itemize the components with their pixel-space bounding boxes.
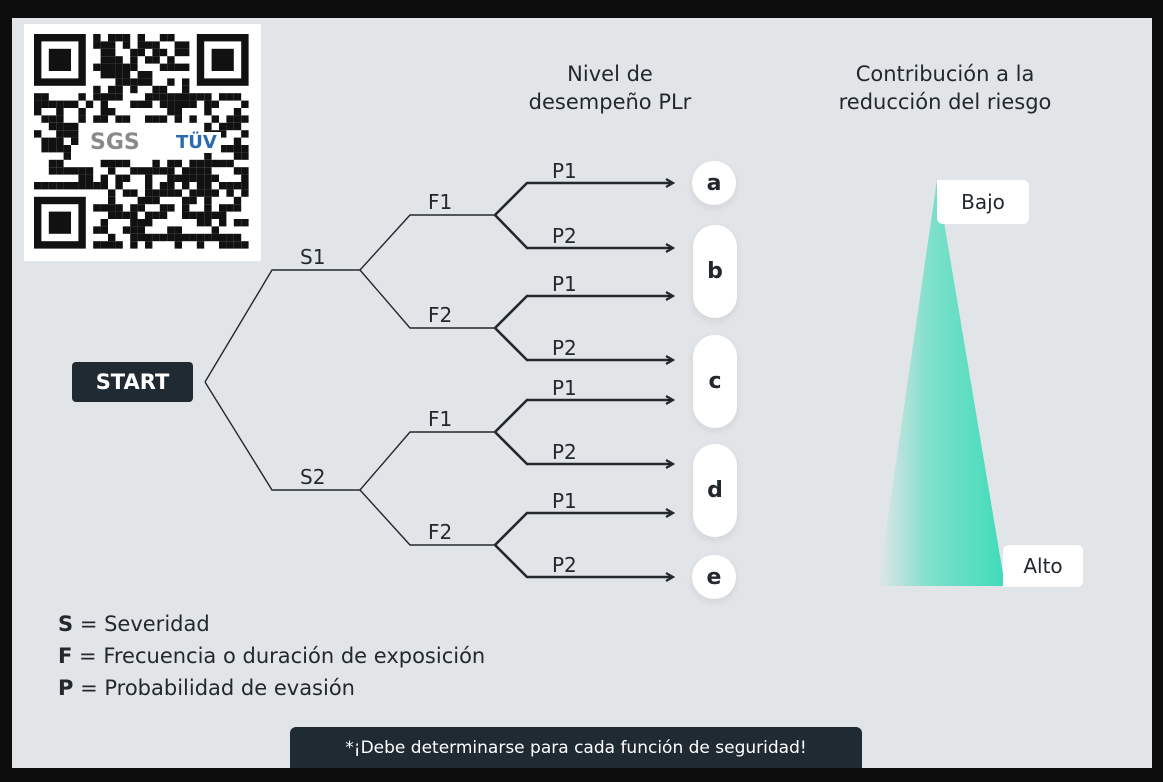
risk-high-label: Alto xyxy=(1003,545,1083,587)
legend-item: P = Probabilidad de evasión xyxy=(58,672,485,704)
label-p: P2 xyxy=(552,553,577,577)
branch-s2-f2 xyxy=(359,489,495,546)
label-p: P2 xyxy=(552,224,577,248)
legend: S = Severidad F = Frecuencia o duración … xyxy=(58,608,485,704)
qr-pattern xyxy=(34,34,249,249)
heading-line: reducción del riesgo xyxy=(838,90,1052,114)
level-a: a xyxy=(692,161,736,205)
arrow-p2 xyxy=(494,214,672,248)
risk-triangle xyxy=(878,180,1005,586)
risk-low-label: Bajo xyxy=(937,180,1029,224)
legend-item: S = Severidad xyxy=(58,608,485,640)
branch-s1-f1 xyxy=(359,214,495,271)
label-p: P1 xyxy=(552,159,577,183)
arrow-p1 xyxy=(494,183,672,216)
label-f: F2 xyxy=(428,303,452,327)
label-p: P1 xyxy=(552,272,577,296)
label-p: P2 xyxy=(552,336,577,360)
legend-key: F xyxy=(58,644,73,668)
legend-text: = Frecuencia o duración de exposición xyxy=(79,644,486,668)
label-p: P1 xyxy=(552,376,577,400)
label-p: P2 xyxy=(552,440,577,464)
level-d: d xyxy=(693,444,737,537)
branch-s1-f2 xyxy=(359,269,495,329)
heading-line: desempeño PLr xyxy=(528,90,692,114)
label-f: F1 xyxy=(428,407,452,431)
arrow-p1 xyxy=(494,296,672,329)
performance-level-heading: Nivel de desempeño PLr xyxy=(500,60,720,116)
legend-item: F = Frecuencia o duración de exposición xyxy=(58,640,485,672)
start-node: START xyxy=(72,362,193,402)
label-p: P1 xyxy=(552,489,577,513)
heading-line: Contribución a la xyxy=(855,62,1035,86)
arrow-p2 xyxy=(494,327,672,360)
arrow-p1 xyxy=(494,513,672,546)
level-e: e xyxy=(692,555,736,599)
legend-text: = Probabilidad de evasión xyxy=(80,676,355,700)
label-f: F2 xyxy=(428,520,452,544)
bottom-frame xyxy=(0,768,1163,782)
branch-s2-f1 xyxy=(359,431,495,491)
legend-text: = Severidad xyxy=(79,612,210,636)
arrow-p2 xyxy=(494,544,672,577)
label-s1: S1 xyxy=(300,245,325,269)
legend-key: P xyxy=(58,676,74,700)
branch-s1 xyxy=(204,269,360,383)
level-b: b xyxy=(693,225,737,318)
level-c: c xyxy=(693,335,737,428)
risk-contribution-heading: Contribución a la reducción del riesgo xyxy=(815,60,1075,116)
tuv-logo: TÜV xyxy=(172,132,221,153)
label-f: F1 xyxy=(428,190,452,214)
legend-key: S xyxy=(58,612,74,636)
label-s2: S2 xyxy=(300,465,325,489)
heading-line: Nivel de xyxy=(567,62,653,86)
arrow-p2 xyxy=(494,431,672,464)
sgs-logo: SGS xyxy=(86,130,144,155)
arrow-p1 xyxy=(494,400,672,433)
branch-s2 xyxy=(204,381,360,491)
qr-code[interactable]: SGS TÜV xyxy=(24,24,261,261)
